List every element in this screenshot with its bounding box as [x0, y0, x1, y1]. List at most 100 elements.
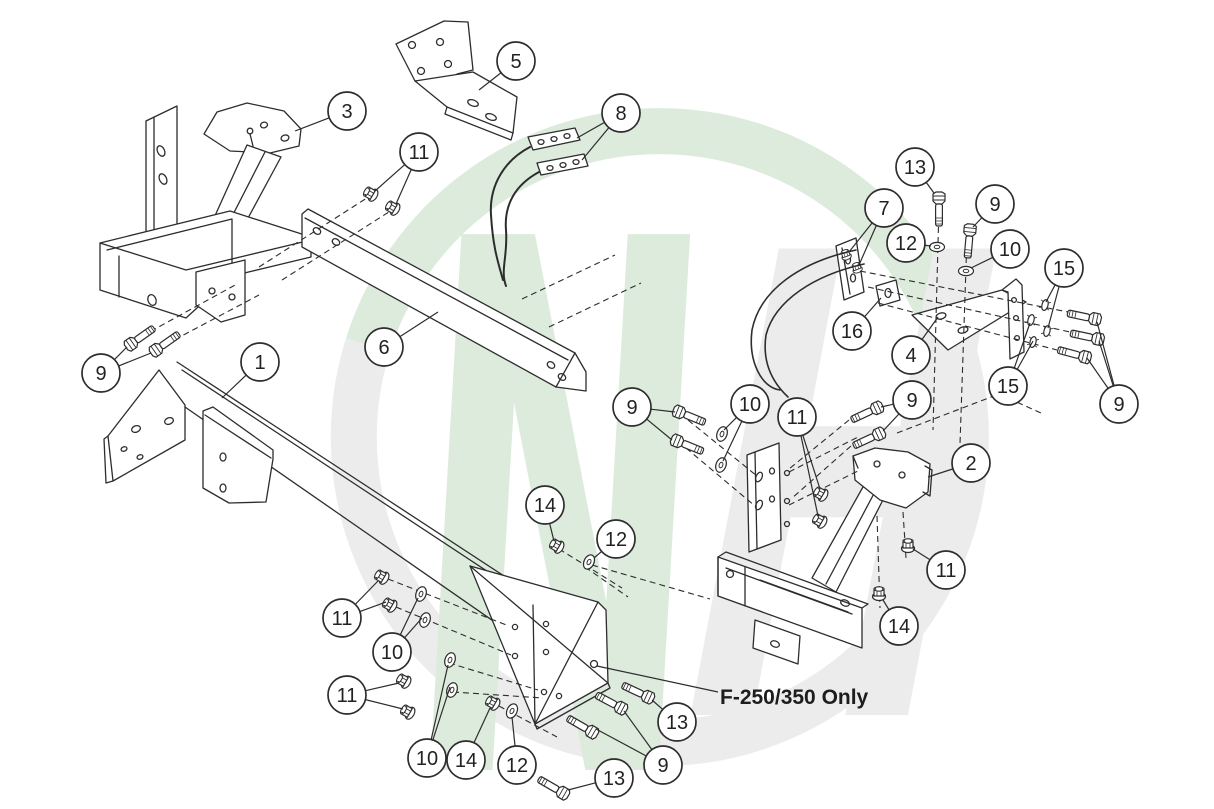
callout-balloon-part-10: 10	[730, 384, 770, 424]
callout-balloon-part-4: 4	[891, 335, 931, 375]
svg-text:14: 14	[888, 616, 910, 638]
callout-leader-line	[549, 523, 555, 542]
callout-leader-line	[359, 601, 387, 613]
callout-leader-line	[395, 169, 412, 205]
svg-text:10: 10	[416, 748, 438, 770]
callout-balloon-part-11: 11	[399, 132, 439, 172]
callout-leader-line	[473, 707, 491, 744]
callout-leader-line	[511, 716, 516, 747]
svg-text:9: 9	[626, 397, 637, 419]
callout-leader-line	[432, 686, 451, 741]
part-6-angle-bar	[301, 208, 587, 392]
callout-leader-line	[404, 617, 423, 639]
callout-leader-line	[581, 127, 610, 161]
callout-leader-line	[882, 413, 900, 432]
callout-leader-line	[802, 434, 821, 490]
callout-leader-line	[114, 346, 128, 360]
callout-leader-line	[118, 352, 152, 367]
svg-text:11: 11	[787, 407, 808, 429]
callout-balloon-part-10: 10	[407, 738, 447, 778]
callout-balloon-part-1: 1	[240, 342, 280, 382]
svg-text:8: 8	[615, 103, 626, 125]
callout-leader-line	[1016, 340, 1034, 370]
callout-balloon-part-13: 13	[895, 147, 935, 187]
svg-text:13: 13	[603, 768, 625, 790]
callout-leader-line	[221, 374, 247, 399]
svg-text:9: 9	[1113, 394, 1124, 416]
callout-balloon-part-12: 12	[886, 223, 926, 263]
callout-leader-line	[399, 311, 439, 338]
callout-leader-line	[365, 682, 400, 692]
callout-leader-line	[593, 550, 603, 559]
callout-leader-line	[723, 417, 737, 431]
callout-leader-line	[1096, 321, 1115, 386]
callout-balloon-part-7: 7	[864, 188, 904, 228]
svg-text:10: 10	[999, 239, 1021, 261]
model-note: F-250/350 Only	[720, 686, 869, 709]
svg-text:11: 11	[337, 685, 358, 707]
callout-leader-line	[294, 117, 330, 132]
callout-leader-line	[970, 256, 994, 269]
callout-leader-line	[1013, 322, 1031, 369]
svg-text:2: 2	[965, 453, 976, 475]
callout-balloon-part-9: 9	[643, 745, 683, 785]
svg-text:12: 12	[506, 755, 528, 777]
callout-balloon-part-2: 2	[951, 443, 991, 483]
callout-balloon-part-11: 11	[327, 675, 367, 715]
watermark-ring-gray	[330, 332, 989, 767]
callout-leader-line	[595, 728, 647, 757]
svg-text:13: 13	[666, 712, 688, 734]
callout-leader-line	[927, 468, 954, 478]
callout-leader-line	[848, 222, 873, 253]
part-7-16-4-brackets	[750, 237, 1027, 398]
callout-balloon-part-9: 9	[612, 387, 652, 427]
callout-leader-line	[924, 244, 932, 247]
callout-leader-line	[567, 782, 596, 791]
callout-leader-line	[858, 225, 877, 266]
svg-text:5: 5	[510, 51, 521, 73]
callout-balloon-part-11: 11	[926, 550, 966, 590]
callout-balloon-part-13: 13	[657, 702, 697, 742]
svg-text:10: 10	[381, 642, 403, 664]
callout-leader-line	[882, 599, 890, 611]
callout-balloon-part-10: 10	[372, 632, 412, 672]
callout-leader-line	[864, 297, 882, 318]
callout-balloon-part-15: 15	[988, 366, 1028, 406]
parts-line-art	[99, 20, 1027, 730]
note-leader-line	[596, 665, 719, 693]
callout-leader-line	[972, 217, 983, 228]
callout-balloon-part-9: 9	[1099, 384, 1139, 424]
callout-leader-line	[576, 121, 605, 139]
svg-text:4: 4	[905, 345, 916, 367]
callout-leader-line	[478, 72, 502, 91]
callout-leader-line	[880, 403, 894, 408]
callout-leader-line	[354, 580, 379, 605]
callout-balloon-part-10: 10	[990, 229, 1030, 269]
callout-balloon-part-8: 8	[601, 93, 641, 133]
svg-text:14: 14	[534, 495, 556, 517]
callout-leader-line	[650, 408, 676, 413]
svg-text:9: 9	[989, 194, 1000, 216]
callout-leader-line	[800, 435, 819, 517]
svg-text:14: 14	[455, 750, 477, 772]
svg-text:15: 15	[1053, 258, 1075, 280]
callout-balloon-part-12: 12	[497, 745, 537, 785]
svg-text:11: 11	[936, 560, 957, 582]
callout-leader-line	[1098, 340, 1114, 387]
svg-text:11: 11	[332, 608, 353, 630]
part-3-bracket-assembly	[99, 102, 312, 323]
callout-balloon-part-11: 11	[322, 598, 362, 638]
callout-balloon-part-9: 9	[81, 353, 121, 393]
part-2-mount-assembly	[717, 442, 933, 665]
callout-leader-line	[912, 548, 931, 561]
callout-balloon-part-16: 16	[832, 311, 872, 351]
svg-text:9: 9	[657, 755, 668, 777]
callout-balloon-part-9: 9	[892, 380, 932, 420]
part-1-main-beam	[103, 361, 611, 730]
callout-leader-line	[1047, 286, 1060, 329]
assembly-dashed-lines	[132, 195, 1071, 738]
callout-balloon-part-13: 13	[594, 758, 634, 798]
svg-text:10: 10	[739, 394, 761, 416]
callout-leader-line	[651, 699, 664, 710]
